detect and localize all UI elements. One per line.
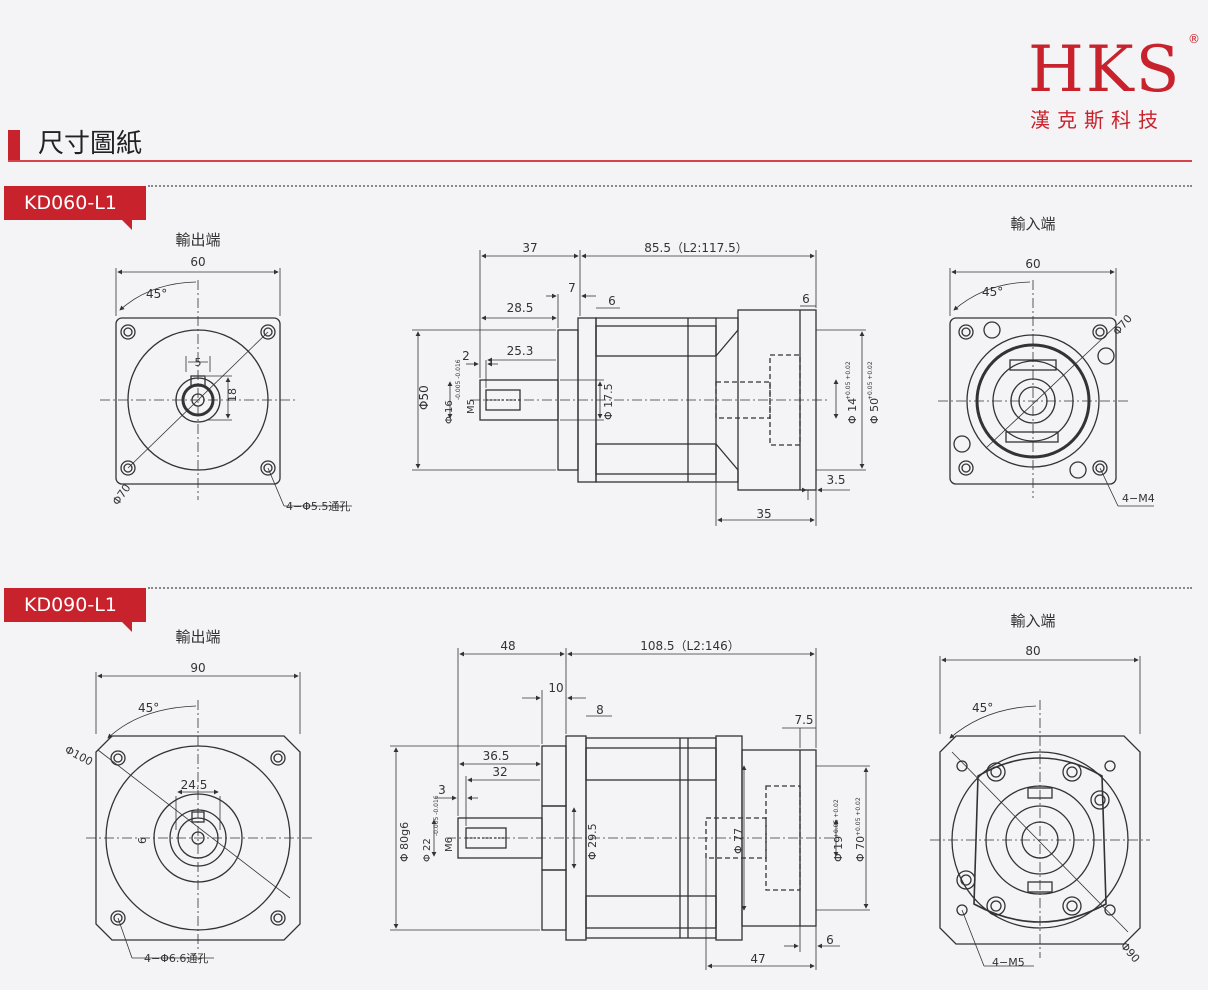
- dim-text: +0.05 +0.02: [855, 797, 862, 836]
- dim-text: 6: [802, 292, 810, 306]
- dim-text: Φ 77: [732, 828, 745, 854]
- dim-text: 85.5（L2:117.5）: [644, 241, 747, 255]
- dim-text: 36.5: [483, 749, 510, 763]
- kd060-side-view: [412, 250, 866, 526]
- dim-text: 10: [548, 681, 563, 695]
- kd090-input-view: [930, 656, 1150, 967]
- dim-text: 24.5: [181, 778, 208, 792]
- dim-text: 47: [750, 952, 765, 966]
- dim-text: -0.005 -0.016: [433, 795, 440, 836]
- dim-text: 45°: [972, 701, 993, 715]
- dim-text: 4−Φ6.6通孔: [144, 952, 208, 965]
- dim-text: 4−M4: [1122, 492, 1155, 505]
- model-tag-kd090: KD090-L1: [4, 588, 146, 632]
- dim-text: 48: [500, 639, 515, 653]
- brand-subtitle: 漢克斯科技: [1030, 108, 1165, 132]
- dim-text: -0.005 -0.016: [455, 359, 462, 400]
- dim-text: 4−Φ5.5通孔: [286, 500, 350, 513]
- dim-text: 6: [136, 837, 149, 844]
- dim-text: 45°: [982, 285, 1003, 299]
- dim-text: 3.5: [826, 473, 845, 487]
- kd090-side-view: [390, 648, 870, 970]
- dim-text: 32: [492, 765, 507, 779]
- dim-text: 90: [190, 661, 205, 675]
- dim-text: 45°: [146, 287, 167, 301]
- dim-text: 7.5: [794, 713, 813, 727]
- dim-text: 80: [1025, 644, 1040, 658]
- dim-text: Φ 16: [444, 400, 455, 424]
- kd060-output-label: 輸出端: [175, 231, 220, 249]
- section-title: 尺寸圖紙: [38, 129, 143, 159]
- dim-text: 25.3: [507, 344, 534, 358]
- brand-logo: HKS: [1028, 33, 1182, 107]
- dim-text: 2: [462, 349, 470, 363]
- dim-text: Φ 29.5: [586, 823, 599, 860]
- dim-text: 28.5: [507, 301, 534, 315]
- dim-text: 6: [608, 294, 616, 308]
- dim-text: Φ 50: [868, 398, 881, 424]
- dim-text: Φ 17.5: [602, 383, 615, 420]
- kd060-input-label: 輸入端: [1010, 215, 1055, 233]
- dim-text: +0.05 +0.02: [867, 361, 874, 400]
- dim-text: Φ70: [1110, 312, 1135, 338]
- dim-text: 35: [756, 507, 771, 521]
- registered-mark: ®: [1188, 32, 1200, 46]
- dim-text: 18: [226, 388, 239, 402]
- dim-text: 60: [190, 255, 205, 269]
- dim-text: 60: [1025, 257, 1040, 271]
- kd090-output-view: [86, 672, 312, 959]
- dim-text: 37: [522, 241, 537, 255]
- dim-text: Φ 22: [422, 838, 433, 862]
- dim-text: 5: [195, 356, 202, 369]
- dim-text: 6: [826, 933, 834, 947]
- kd060-input-view: [938, 268, 1154, 507]
- dim-text: M6: [444, 837, 455, 852]
- dim-text: 45°: [138, 701, 159, 715]
- kd090-output-label: 輸出端: [175, 628, 220, 646]
- dim-text: Φ70: [110, 482, 134, 508]
- dim-text: +0.05 +0.02: [845, 361, 852, 400]
- dim-text: Φ100: [63, 743, 95, 768]
- dim-text: Φ 70: [854, 836, 867, 862]
- dim-text: +0.05 +0.02: [833, 799, 840, 838]
- dotted-separator: [148, 587, 1192, 589]
- dim-text: Φ 14: [846, 398, 859, 424]
- dim-text: 4−M5: [992, 956, 1025, 969]
- section-divider: [8, 160, 1192, 162]
- dim-text: M5: [466, 399, 477, 414]
- dim-text: 8: [596, 703, 604, 717]
- dim-text: Φ 19: [832, 836, 845, 862]
- section-marker: [8, 130, 20, 160]
- dim-text: 108.5（L2:146）: [640, 639, 740, 653]
- dotted-separator: [148, 185, 1192, 187]
- kd090-input-label: 輸入端: [1010, 612, 1055, 630]
- dim-text: 3: [438, 783, 446, 797]
- model-tag-kd060: KD060-L1: [4, 186, 146, 230]
- kd060-output-view: [100, 268, 352, 507]
- dim-text: 7: [568, 281, 576, 295]
- dim-text: Φ 80g6: [398, 822, 411, 862]
- dim-text: Φ50: [417, 385, 431, 410]
